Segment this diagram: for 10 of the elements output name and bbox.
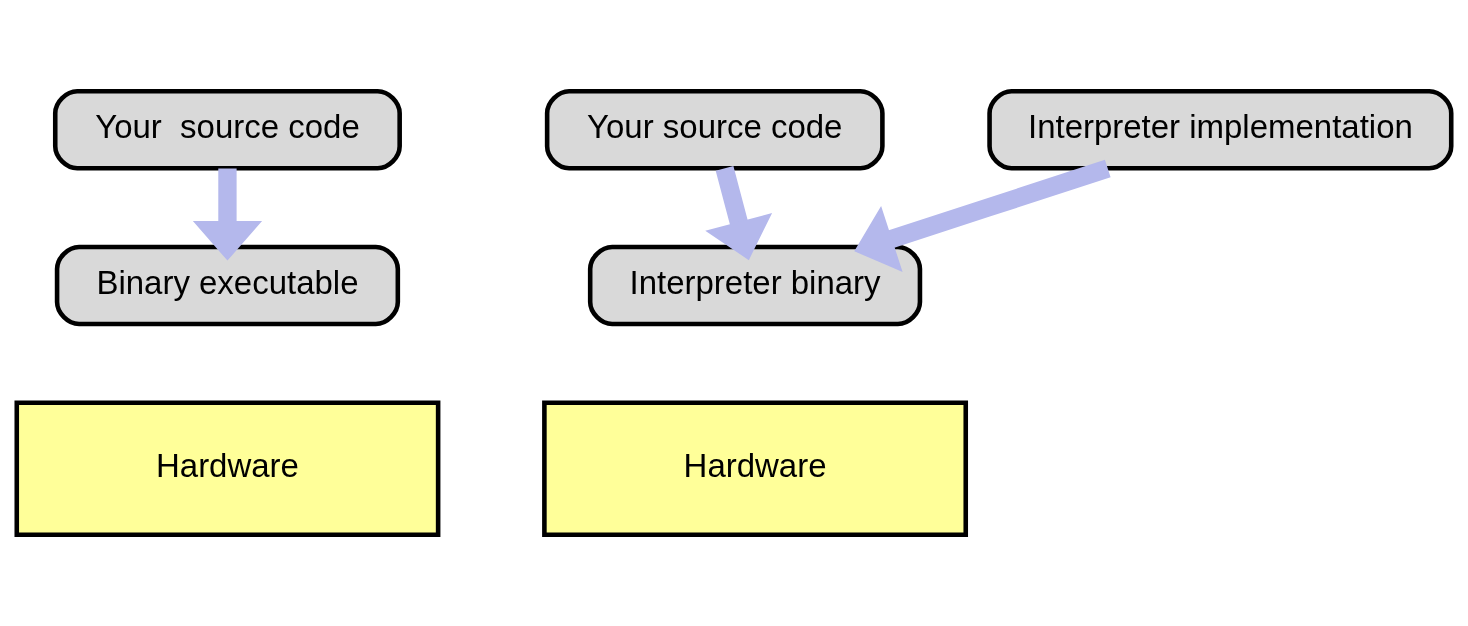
node-box: Interpreter implementation (987, 89, 1454, 171)
node-box: Binary executable (54, 244, 401, 327)
node-box: Hardware (14, 400, 441, 537)
node-box: Your source code (52, 89, 402, 171)
arrow (192, 168, 263, 261)
node-box: Your source code (544, 89, 885, 171)
arrow (705, 166, 773, 261)
node-box: Hardware (542, 400, 969, 537)
arrow (854, 159, 1111, 272)
node-box: Interpreter binary (587, 244, 923, 327)
